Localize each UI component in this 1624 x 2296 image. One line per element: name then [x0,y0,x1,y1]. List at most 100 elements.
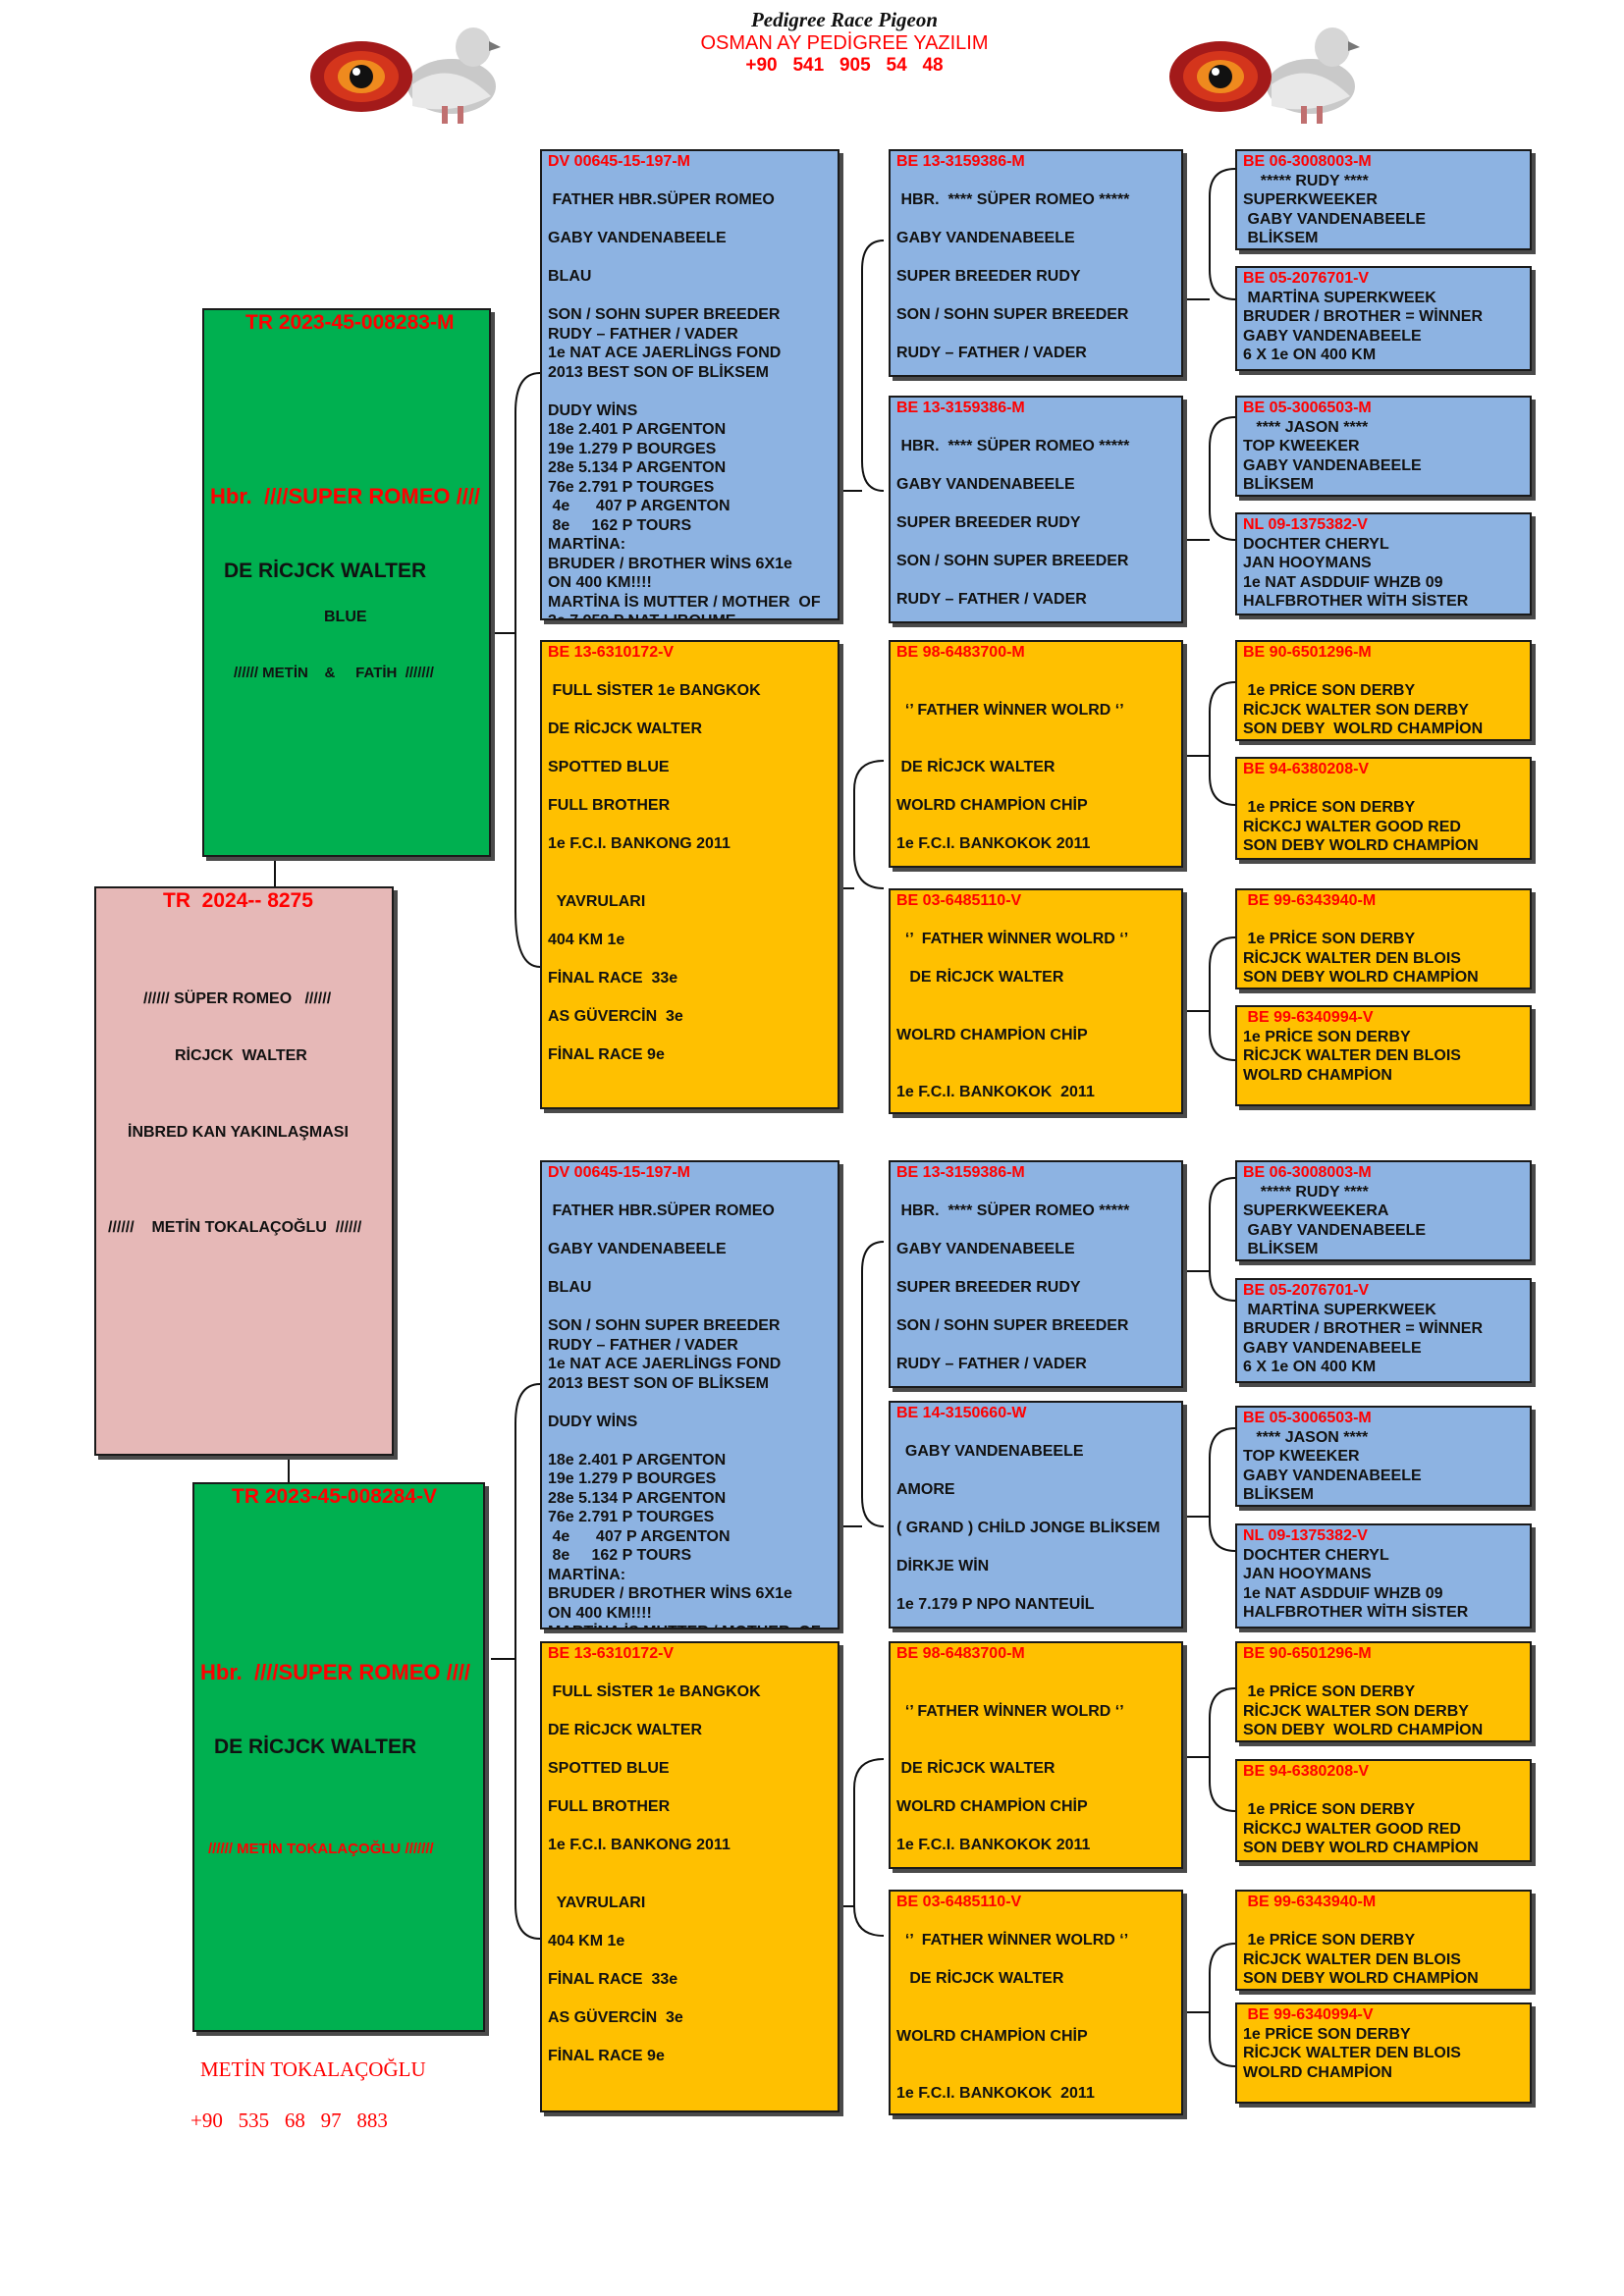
dam-card: TR 2023-45-008284-V Hbr. ////SUPER ROMEO… [192,1482,485,2032]
detail-line: 1e NAT ASDDUIF WHZB 09 [1243,573,1443,591]
detail-line [896,1044,1175,1064]
pedigree-box: BE 05-3006503-M **** JASON ****TOP KWEEK… [1235,1406,1532,1507]
detail-line [548,1779,832,1798]
detail-line: SON DEBY WOLRD CHAMPİON [1243,1840,1479,1856]
header-phone: +90 541 905 54 48 [745,55,944,76]
detail-line [896,1817,1175,1837]
detail-line: SON DEBY WOLRD CHAMPİON [1243,969,1479,986]
detail-line [896,1183,1175,1202]
detail-line: 6 X 1e ON 400 KM [1243,347,1377,363]
detail-line: 4e 407 P ARGENTON [548,1527,731,1545]
detail-line [896,1500,1175,1520]
detail-line: WOLRD CHAMPİON CHİP [896,1026,1088,1043]
detail-line [896,571,1175,591]
detail-line: 1e NAT ACE JAERLİNGS FOND [548,1356,782,1372]
detail-line: 19e 1.279 P BOURGES [548,1470,717,1487]
detail-line [896,1989,1175,2008]
main-line-4: ////// METİN TOKALAÇOĞLU ////// [108,1219,362,1236]
detail-line: 1e PRİCE SON DERBY [1243,1932,1416,1949]
detail-line [548,739,832,759]
detail-line [896,1064,1175,1084]
detail-line: BRUDER / BROTHER WİNS 6X1e [548,555,792,572]
detail-line: GABY VANDENABEELE [896,1443,1084,1460]
detail-line: 1e PRİCE SON DERBY [1243,799,1416,816]
pedigree-box: BE 13-3159386-M HBR. **** SÜPER ROMEO **… [889,149,1183,377]
detail-line: GABY VANDENABEELE [1243,1467,1422,1484]
ring-number: BE 03-6485110-V [896,1894,1022,1910]
detail-line: AS GÜVERCİN 3e [548,2008,683,2026]
detail-line: DE RİCJCK WALTER [548,1722,703,1738]
dam-owner: ////// METİN TOKALAÇOĞLU /////// [208,1841,434,1857]
ring-number: BE 03-6485110-V [896,892,1022,909]
detail-line [1243,911,1524,931]
detail-line [1243,1782,1524,1801]
ring-number: BE 05-2076701-V [1243,270,1370,287]
detail-line [548,1431,832,1451]
ring-number: BE 90-6501296-M [1243,1645,1372,1662]
detail-line: SON / SOHN SUPER BREEDER [896,306,1129,323]
detail-line [548,1393,832,1413]
sire-color: BLUE [324,609,367,625]
detail-line [548,287,832,306]
detail-line [896,1423,1175,1443]
detail-line: SUPER BREEDER RUDY [896,1279,1081,1296]
detail-line: RİCKCJ WALTER GOOD RED [1243,1820,1461,1838]
footer-name: METİN TOKALAÇOĞLU [200,2057,426,2081]
ring-number: BE 13-6310172-V [548,1645,675,1662]
sire-card: TR 2023-45-008283-M Hbr. ////SUPER ROMEO… [202,308,491,857]
pedigree-box: BE 13-3159386-M HBR. **** SÜPER ROMEO **… [889,396,1183,623]
detail-line: RUDY – FATHER / VADER [548,325,738,343]
ring-number: BE 90-6501296-M [1243,644,1372,661]
detail-line: **** JASON **** [1243,1428,1369,1446]
detail-line: RUDY – FATHER / VADER [896,591,1087,608]
detail-line [896,1336,1175,1356]
dam-ring: TR 2023-45-008284-V [232,1485,437,1508]
detail-line [896,1576,1175,1596]
detail-line [548,1298,832,1317]
pedigree-box: BE 03-6485110-V ‘’ FATHER WİNNER WOLRD ‘… [889,888,1183,1114]
detail-line: HALFBROTHER WİTH SİSTER [1243,593,1469,610]
detail-line [548,854,832,874]
pedigree-box: BE 98-6483700-M ‘’ FATHER WİNNER WOLRD ‘… [889,640,1183,868]
main-line-3: İNBRED KAN YAKINLAŞMASI [128,1124,349,1141]
pigeon-eye-logo-left [310,27,501,124]
detail-line: MARTİNA İS MUTTER / MOTHER OF [548,593,821,611]
detail-line: 1e PRİCE SON DERBY [1243,931,1416,947]
detail-line [896,1682,1175,1702]
detail-line [896,1779,1175,1798]
detail-line [896,533,1175,553]
detail-line: WOLRD CHAMPİON [1243,2063,1392,2081]
dam-name: Hbr. ////SUPER ROMEO //// [200,1660,471,1684]
detail-line: 2013 BEST SON OF BLİKSEM [548,1374,769,1392]
detail-line: 1e PRİCE SON DERBY [1243,1683,1416,1700]
ring-number: NL 09-1375382-V [1243,516,1368,533]
detail-line [1243,779,1524,799]
ring-number: NL 09-1375382-V [1243,1527,1368,1544]
detail-line: MARTİNA SUPERKWEEK [1243,1301,1436,1318]
detail-line [548,248,832,268]
detail-line: GABY VANDENABEELE [1243,1221,1427,1239]
detail-line: 1e 7.179 P NPO NANTEUİL [896,1596,1095,1613]
detail-line: RİCJCK WALTER DEN BLOIS [1243,949,1461,967]
detail-line: 3e 7.958 P NAT LIBOUME [548,612,832,618]
detail-line [896,248,1175,268]
detail-line: DE RİCJCK WALTER [896,1760,1056,1777]
detail-line: SON / SOHN SUPER BREEDER [896,553,1129,569]
ring-number: BE 94-6380208-V [1243,761,1370,777]
detail-line: SUPER BREEDER RUDY [896,514,1081,531]
detail-line: BRUDER / BROTHER WİNS 6X1e [548,1585,792,1602]
detail-line: FATHER HBR.SÜPER ROMEO [548,1202,775,1219]
detail-line: MARTİNA İS MUTTER / MOTHER OF [548,1623,832,1628]
detail-line [896,739,1175,759]
detail-line: JAN HOOYMANS [1243,555,1372,571]
pedigree-box: BE 06-3008003-M ***** RUDY ****SUPERKWEE… [1235,1160,1532,1261]
detail-line: WOLRD CHAMPİON [1243,1066,1392,1084]
sire-line2: DE RİCJCK WALTER [224,560,427,582]
detail-line: RİCJCK WALTER DEN BLOIS [1243,2045,1461,2061]
detail-line [548,1874,832,1894]
detail-line: RUDY – FATHER / VADER [896,345,1087,361]
detail-line [896,1221,1175,1241]
